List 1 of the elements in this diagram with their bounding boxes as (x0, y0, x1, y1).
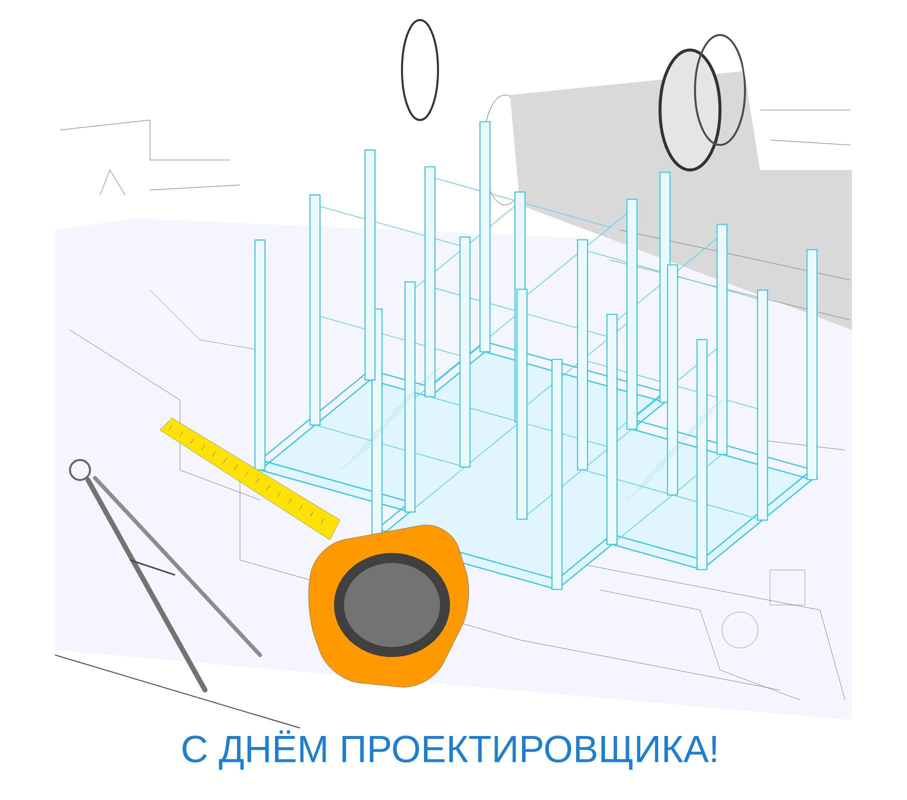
title: С ДНЁМ ПРОЕКТИРОВЩИКА! (182, 730, 716, 770)
